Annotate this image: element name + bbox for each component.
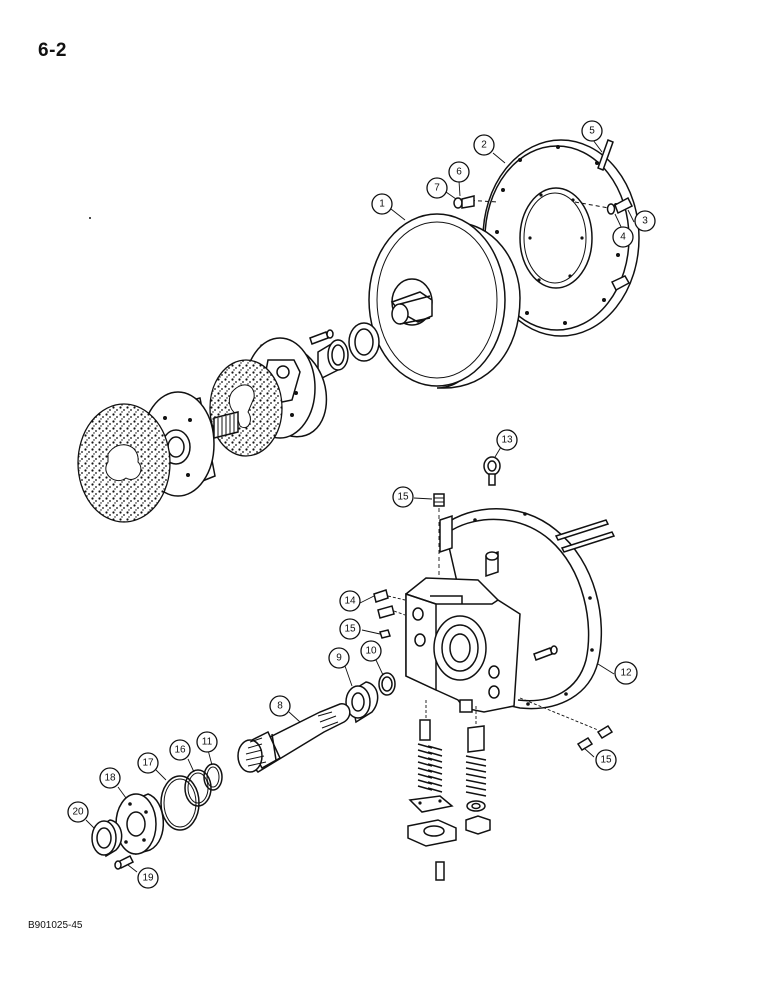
bushing — [317, 322, 380, 382]
callout-label: 8 — [277, 701, 283, 712]
callout-5: 5 — [581, 120, 603, 142]
callout-2: 2 — [473, 134, 495, 156]
o-ring-11 — [203, 763, 223, 791]
callout-10: 10 — [360, 640, 382, 662]
housing-screws — [373, 589, 406, 639]
carrier-screw — [114, 854, 135, 870]
callout-17: 17 — [137, 752, 159, 774]
callout-6: 6 — [448, 161, 470, 183]
pump-gasket — [209, 359, 283, 457]
callout-label: 18 — [104, 773, 116, 784]
callout-15-mid: 15 — [339, 618, 361, 640]
torque-converter — [368, 213, 521, 389]
flexplate-bolt-left — [453, 195, 475, 209]
plug-top — [433, 493, 445, 592]
callout-label: 20 — [72, 807, 84, 818]
callout-label: 12 — [620, 668, 632, 679]
lifting-eyebolt — [483, 456, 501, 486]
callout-16: 16 — [169, 739, 191, 761]
flexplate-bolt-right — [606, 196, 634, 292]
callout-18: 18 — [99, 767, 121, 789]
relief-valve-right — [465, 706, 491, 835]
callout-label: 14 — [344, 596, 356, 607]
callout-4: 4 — [612, 226, 634, 248]
snap-ring-10 — [378, 672, 396, 696]
callout-label: 6 — [456, 167, 462, 178]
large-gasket — [77, 403, 171, 523]
callout-15-top: 15 — [392, 486, 414, 508]
cover-screw — [309, 329, 334, 345]
callout-label: 4 — [620, 232, 626, 243]
callout-19: 19 — [137, 867, 159, 889]
o-ring-17 — [160, 775, 200, 831]
callout-3: 3 — [634, 210, 656, 232]
callout-11: 11 — [196, 731, 218, 753]
callout-label: 7 — [434, 183, 440, 194]
callout-label: 16 — [174, 745, 186, 756]
pump-drive-shaft — [237, 703, 351, 773]
callout-label: 19 — [142, 873, 154, 884]
callout-label: 17 — [142, 758, 154, 769]
callout-7: 7 — [426, 177, 448, 199]
callout-14: 14 — [339, 590, 361, 612]
seal-carrier — [115, 793, 164, 855]
callout-label: 2 — [481, 140, 487, 151]
callout-20: 20 — [67, 801, 89, 823]
dowel-pin — [597, 139, 614, 171]
page-number: 6-2 — [38, 40, 67, 61]
callout-label: 3 — [642, 216, 648, 227]
bearing — [345, 681, 379, 724]
callout-label: 15 — [397, 492, 409, 503]
callout-1: 1 — [371, 193, 393, 215]
callout-label: 13 — [501, 435, 513, 446]
callout-9: 9 — [328, 647, 350, 669]
callout-8: 8 — [269, 695, 291, 717]
callout-label: 1 — [379, 199, 385, 210]
callout-label: 11 — [202, 737, 213, 748]
callout-label: 15 — [344, 624, 356, 635]
callout-13: 13 — [496, 429, 518, 451]
plugs-lower-right — [519, 697, 614, 752]
callout-label: 9 — [336, 653, 342, 664]
callout-label: 5 — [589, 126, 595, 137]
o-ring-16 — [184, 769, 212, 807]
callout-label: 10 — [365, 646, 377, 657]
pump-housing — [405, 577, 521, 713]
leader-lines — [85, 139, 635, 873]
housing-side-bolt — [533, 645, 558, 661]
callout-label: 15 — [600, 755, 612, 766]
figure-code: B901025-45 — [28, 920, 83, 931]
relief-valve-left — [407, 700, 457, 881]
callout-12: 12 — [614, 661, 638, 685]
oil-seal — [91, 819, 123, 858]
callout-15-right: 15 — [595, 749, 617, 771]
